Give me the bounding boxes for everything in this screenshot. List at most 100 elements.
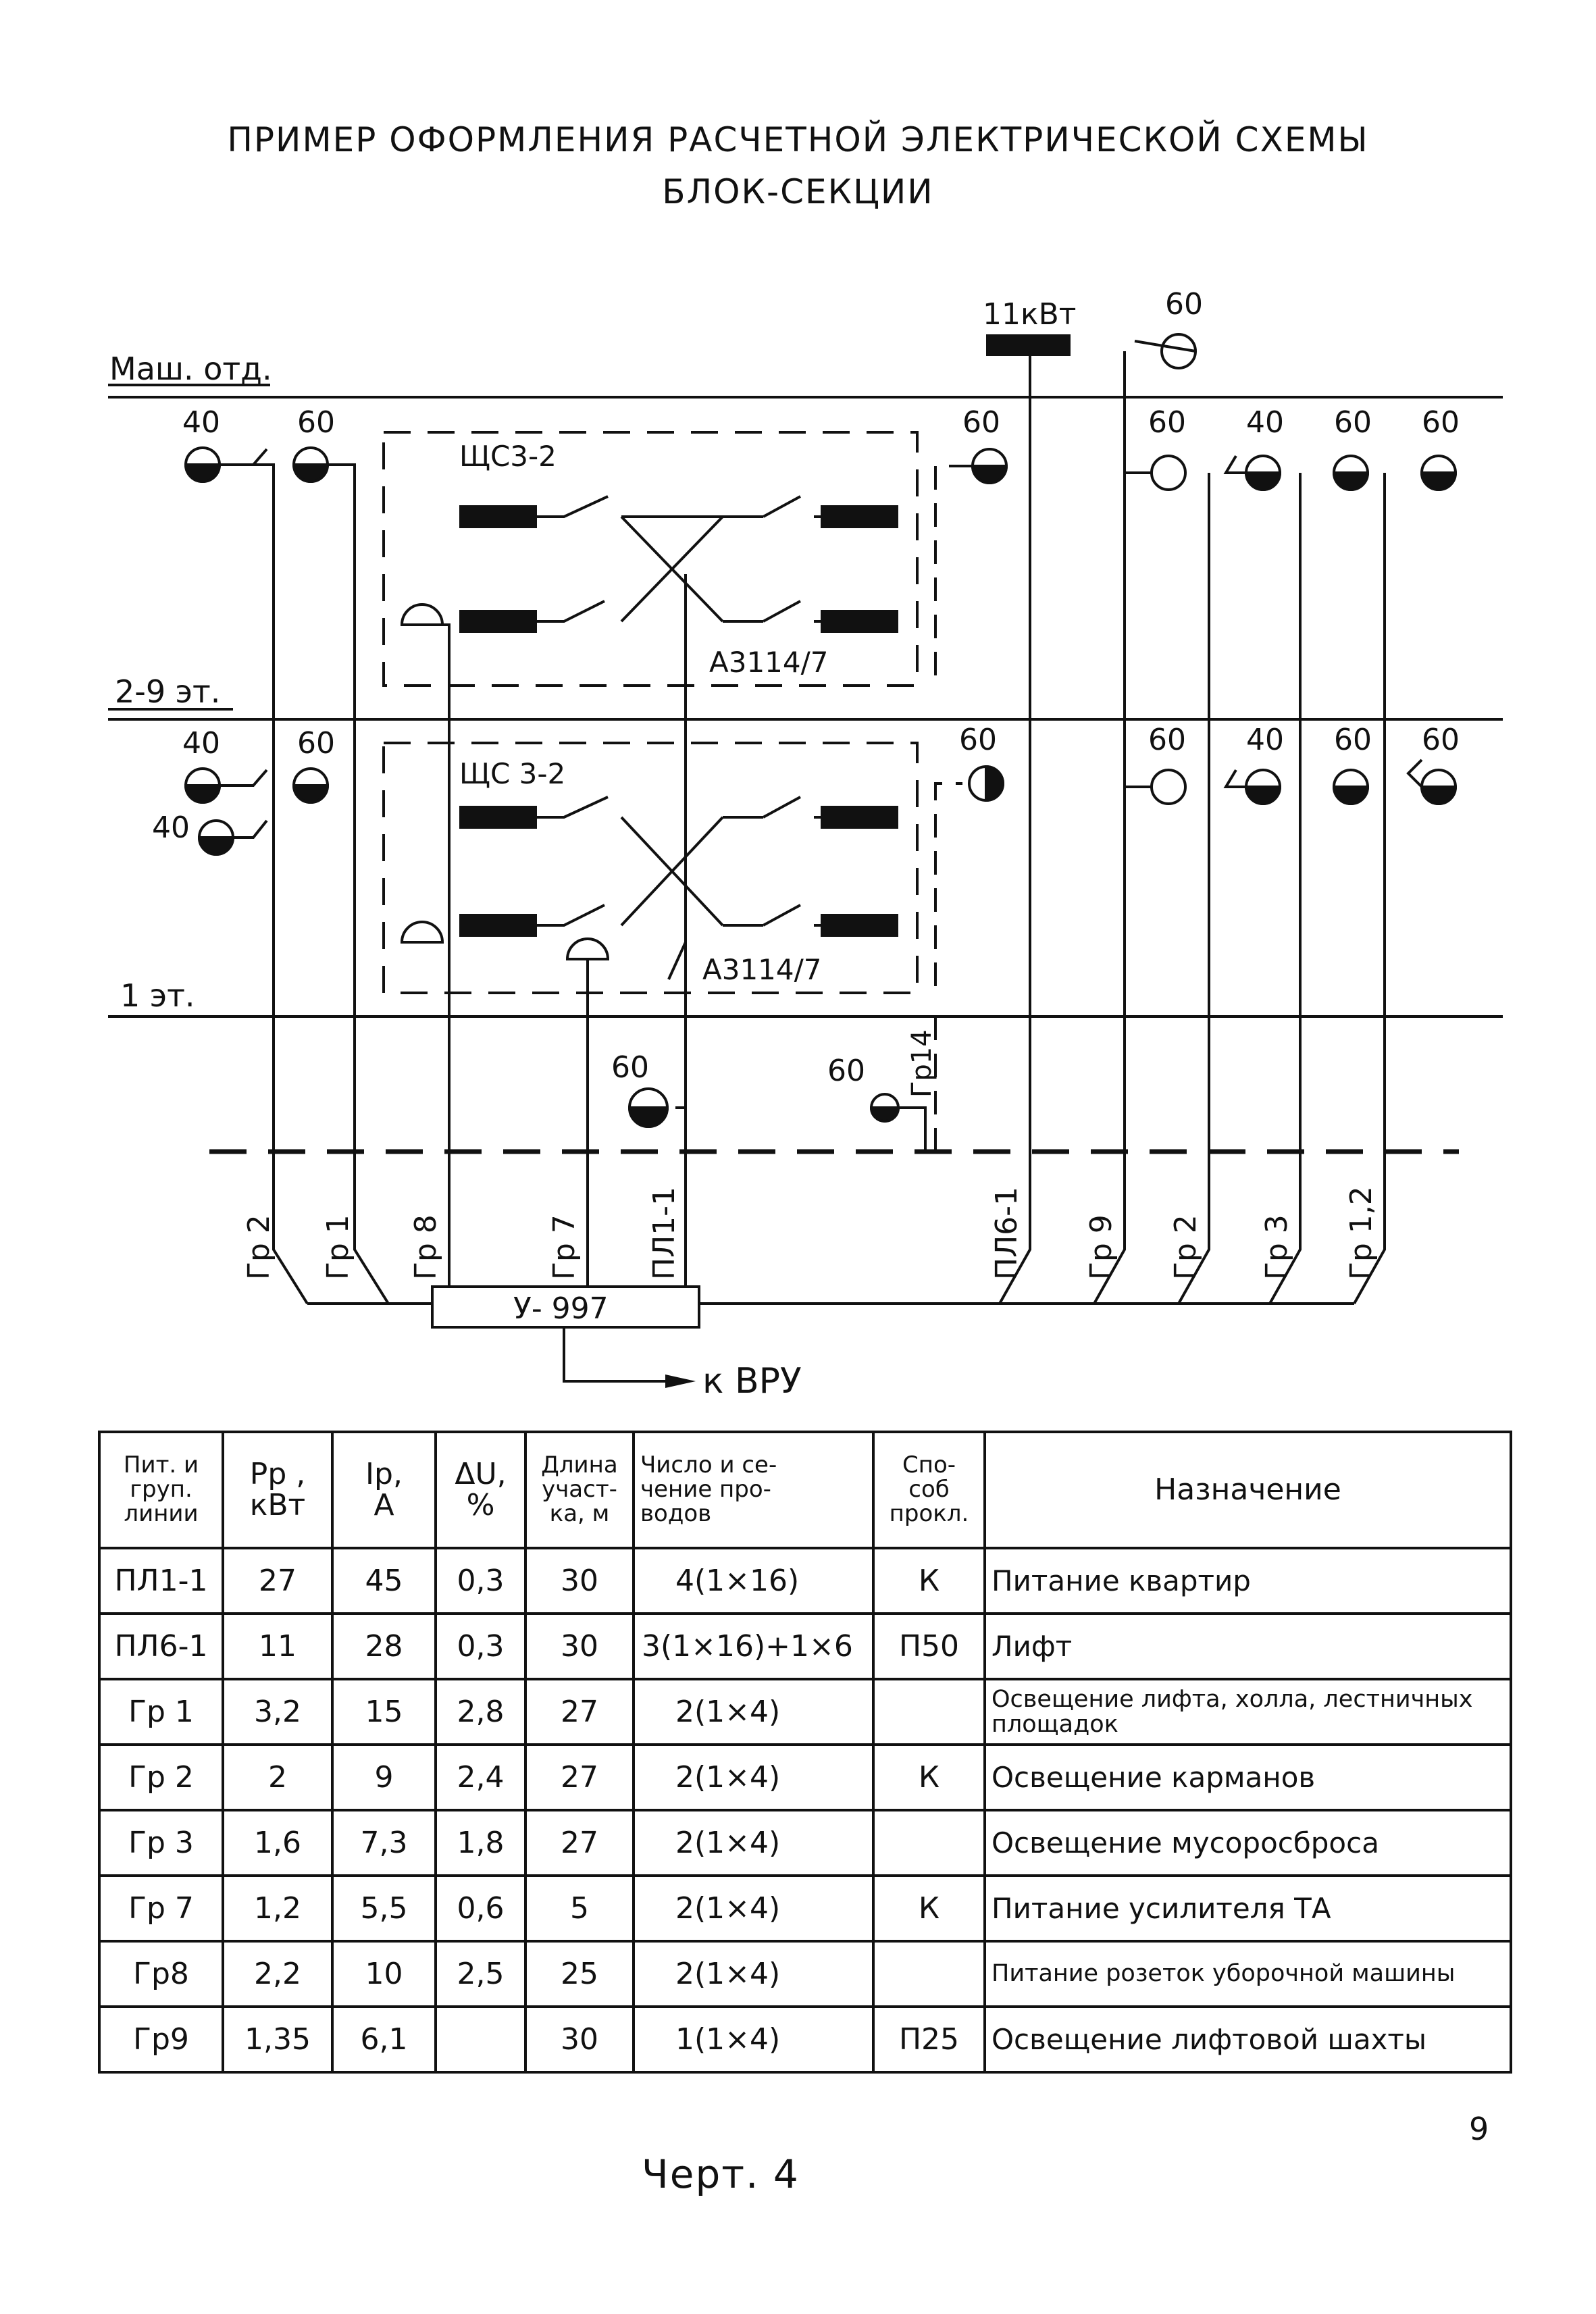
dashed-branch-lower: [934, 782, 962, 986]
lamp-2-9-40b: [197, 819, 235, 856]
cell-method: [872, 1678, 986, 1746]
breaker-lower-contact: [667, 942, 687, 980]
panel-frame-lower: [382, 742, 919, 994]
feeder-label: Гр 9: [1084, 1214, 1118, 1280]
feeder-gr2-right: [1177, 473, 1210, 1304]
cell-wires: 2(1×4): [632, 1809, 875, 1877]
breaker-label-upper: А3114/7: [709, 646, 829, 679]
lamp-label: 60: [959, 723, 997, 757]
lamp-label: 60: [1422, 723, 1460, 757]
table-row: ПЛ1-1 27 45 0,3 30 4(1×16) К Питание ква…: [98, 1547, 1512, 1615]
cell-voltage-drop: 0,3: [434, 1547, 527, 1615]
title-line-2: БЛОК-СЕКЦИИ: [662, 172, 934, 211]
lamp-label: 60: [1422, 405, 1460, 440]
motor-power-label: 11кВт: [983, 297, 1076, 332]
panel-upper-cross-b: [620, 515, 724, 623]
lamp-label: 60: [1148, 405, 1186, 440]
page-number: 9: [1469, 2111, 1489, 2147]
feeder-gr8: [419, 623, 451, 1304]
to-vru-label: к ВРУ: [702, 1361, 802, 1402]
cell-voltage-drop: 2,4: [434, 1743, 527, 1811]
panel-frame-upper: [382, 431, 919, 687]
feeder-label: Гр 3: [1260, 1214, 1294, 1280]
lamp-2-9-gr3: [1332, 769, 1370, 805]
electrical-scheme: Маш. отд. 2-9 эт. 1 эт. 11кВт ЩС3-2 ЩС 3…: [108, 287, 1503, 1402]
feeder-pl6-1: [998, 351, 1031, 1304]
cell-voltage-drop: 0,6: [434, 1874, 527, 1943]
table-row: Гр 2 2 9 2,4 27 2(1×4) К Освещение карма…: [98, 1743, 1512, 1811]
lamp-label: 40: [182, 726, 220, 761]
cell-method: П25: [872, 2005, 986, 2074]
cell-power: 2: [222, 1743, 334, 1811]
device-label: У- 997: [513, 1291, 609, 1326]
cell-power: 27: [222, 1547, 334, 1615]
feeder-label: Гр 2: [1168, 1214, 1203, 1280]
cell-length: 30: [524, 1612, 635, 1680]
lamp-right-60-lower: [968, 765, 1004, 802]
lamp-label: 60: [962, 405, 1000, 440]
feeder-label: Гр 7: [547, 1214, 582, 1280]
cell-length: 30: [524, 2005, 635, 2074]
lamp-label: 60: [827, 1054, 865, 1088]
header-current: Iр,А: [331, 1431, 437, 1549]
cell-length: 30: [524, 1547, 635, 1615]
header-voltage-drop: ΔU,%: [434, 1431, 527, 1549]
table-row: Гр 7 1,2 5,5 0,6 5 2(1×4) К Питание усил…: [98, 1874, 1512, 1943]
cell-purpose: Питание квартир: [983, 1547, 1512, 1615]
cell-line: Гр 2: [98, 1743, 224, 1811]
cell-wires: 2(1×4): [632, 1940, 875, 2008]
cell-power: 1,35: [222, 2005, 334, 2074]
cell-wires: 3(1×16)+1×6: [632, 1612, 875, 1680]
dashed-branch-upper: [934, 465, 962, 675]
panel-label-lower: ЩС 3-2: [459, 757, 565, 790]
lamp-machine-gr1-2: [1420, 455, 1458, 491]
cell-power: 3,2: [222, 1678, 334, 1746]
cell-purpose: Освещение мусоросброса: [983, 1809, 1512, 1877]
lamp-machine-60: [292, 446, 330, 483]
arrow-to-vru: [563, 1327, 665, 1383]
feeder-label: Гр 8: [409, 1214, 443, 1280]
cell-power: 2,2: [222, 1940, 334, 2008]
cell-length: 5: [524, 1874, 635, 1943]
feeder-label: ПЛ6-1: [989, 1187, 1024, 1280]
cell-current: 7,3: [331, 1809, 437, 1877]
lamp-2-9-40a: [184, 767, 222, 804]
cell-wires: 2(1×4): [632, 1874, 875, 1943]
floor-label-2-9: 2-9 эт.: [115, 673, 220, 710]
panel-lower-cross-b: [620, 816, 724, 927]
feeder-gr9: [1093, 351, 1126, 1304]
cell-length: 27: [524, 1743, 635, 1811]
cell-wires: 1(1×4): [632, 2005, 875, 2074]
lamp-2-9-gr9: [1150, 769, 1187, 805]
motor-block: [986, 334, 1071, 356]
header-purpose: Назначение: [983, 1431, 1512, 1549]
cell-power: 1,2: [222, 1874, 334, 1943]
socket-symbol-gr7: [565, 937, 610, 960]
lamp-label: 60: [1148, 723, 1186, 757]
cell-length: 25: [524, 1940, 635, 2008]
cell-method: К: [872, 1547, 986, 1615]
device-u997: [431, 1285, 700, 1329]
cell-voltage-drop: 1,8: [434, 1809, 527, 1877]
table-row: Гр 1 3,2 15 2,8 27 2(1×4) Освещение лифт…: [98, 1678, 1512, 1746]
feeder-label: Гр 1: [321, 1214, 355, 1280]
cell-line: Гр 7: [98, 1874, 224, 1943]
socket-symbol-upper: [400, 603, 444, 626]
cell-current: 6,1: [331, 2005, 437, 2074]
feeder-label: Гр 1,2: [1344, 1186, 1379, 1280]
cell-purpose: Освещение лифтовой шахты: [983, 2005, 1512, 2074]
lamp-label: 40: [152, 811, 190, 845]
feeder-label: ПЛ1-1: [647, 1187, 681, 1280]
lamp-basement-60a: [627, 1087, 669, 1128]
lamp-label: 60: [611, 1050, 649, 1085]
cell-current: 10: [331, 1940, 437, 2008]
cell-line: Гр9: [98, 2005, 224, 2074]
lamp-machine-gr9: [1150, 455, 1187, 491]
panel-fuses: [459, 334, 1071, 937]
group-label-gr14: Гр14: [906, 1029, 937, 1098]
lamp-machine-gr2: [1244, 455, 1282, 491]
